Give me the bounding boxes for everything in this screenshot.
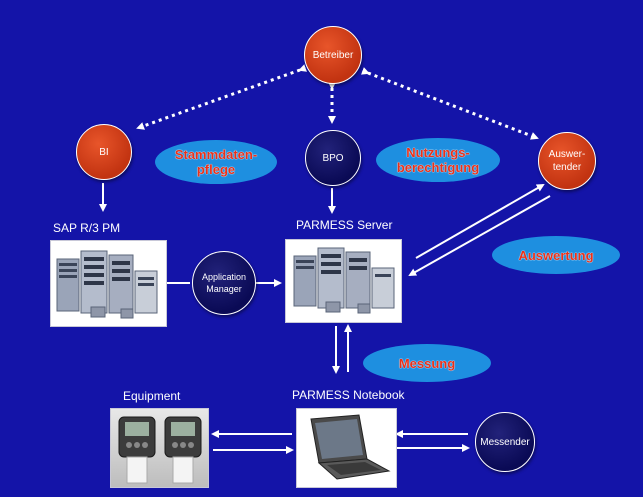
label-auswertung: Auswertung — [492, 236, 620, 274]
node-bi: BI — [76, 124, 132, 180]
label-equipment: Equipment — [123, 389, 181, 403]
measurement-device-icon — [118, 416, 202, 484]
notebook-image — [296, 408, 397, 488]
node-application-manager: Application Manager — [192, 251, 256, 315]
label-sap: SAP R/3 PM — [53, 221, 121, 235]
node-betreiber: Betreiber — [304, 26, 362, 84]
sap-servers-image — [50, 240, 167, 327]
parmess-server-image — [285, 239, 402, 323]
equipment-image — [110, 408, 209, 488]
arrow-server-auswertender — [415, 184, 545, 259]
label-messung: Messung — [363, 344, 491, 382]
arrow-auswertender-server — [408, 195, 551, 276]
dotted-link-betreiber-bi — [136, 64, 307, 130]
label-nutzungsberechtigung: Nutzungs- berechtigung — [376, 138, 500, 182]
node-messender: Messender — [475, 412, 535, 472]
dotted-link-betreiber-auswertender — [360, 67, 539, 140]
node-bpo: BPO — [305, 130, 361, 186]
server-rack-icon — [56, 250, 158, 319]
laptop-icon — [310, 414, 391, 480]
label-parmess-server: PARMESS Server — [296, 218, 393, 232]
node-auswertender: Auswer- tender — [538, 132, 596, 190]
server-rack-icon — [293, 247, 395, 314]
label-parmess-notebook: PARMESS Notebook — [292, 388, 405, 402]
label-stammdatenpflege: Stammdaten- pflege — [155, 140, 277, 184]
